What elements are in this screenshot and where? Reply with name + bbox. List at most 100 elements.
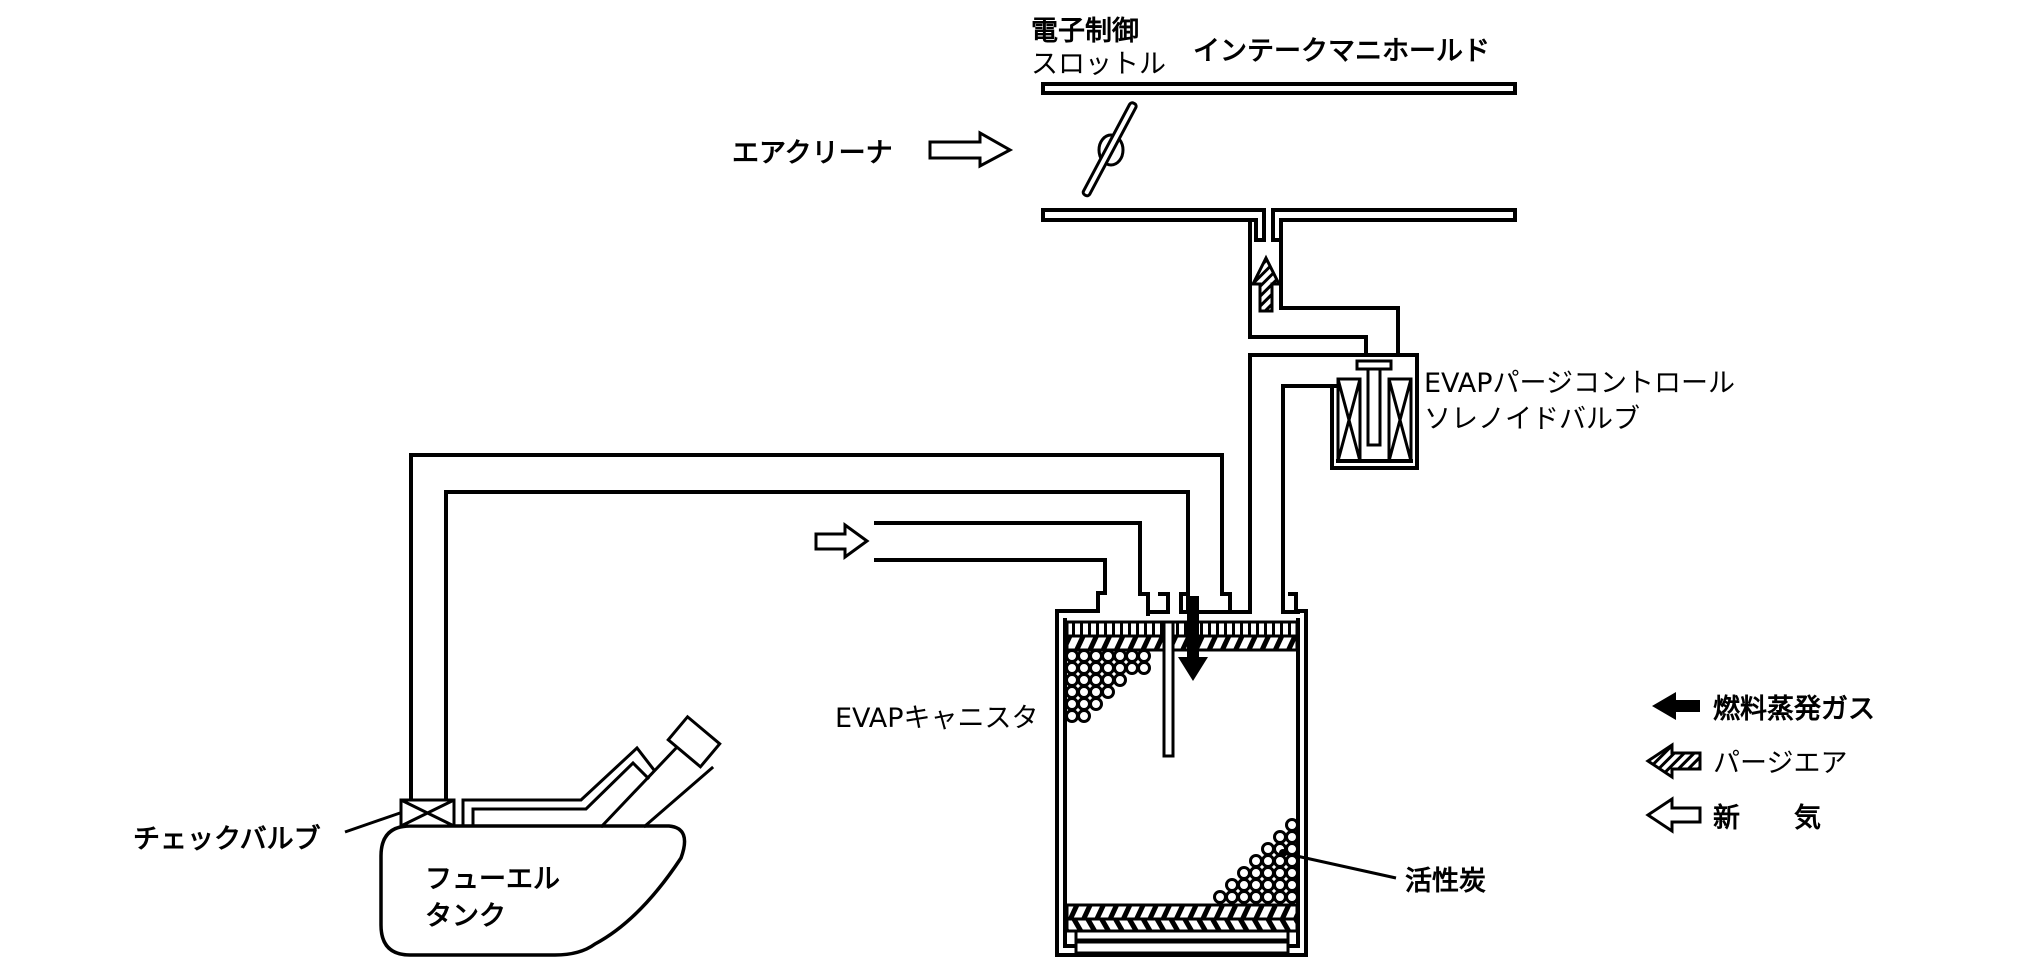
carbon-bead xyxy=(1065,673,1079,687)
canister-top-filter-left xyxy=(1065,634,1167,652)
vapor-pipe-inner xyxy=(444,490,1190,820)
legend-label: 新 気 xyxy=(1713,802,1821,834)
carbon-bead xyxy=(1089,661,1103,675)
canister-top-screen-left xyxy=(1065,620,1167,638)
check-valve-leader-line xyxy=(344,811,401,834)
check-valve-label: チェックバルブ xyxy=(133,823,321,855)
breather-pipe-outer xyxy=(461,745,657,828)
purge-air-flow-arrow-icon xyxy=(1250,254,1282,313)
carbon-bead xyxy=(1065,661,1079,675)
solid-arrow-left-icon xyxy=(1652,692,1700,720)
carbon-bead xyxy=(1113,649,1127,663)
carbon-bead xyxy=(1261,878,1275,892)
purge-pipe-right-wall xyxy=(1279,238,1400,357)
carbon-bead xyxy=(1285,818,1299,832)
legend-label: 燃料蒸発ガス xyxy=(1713,694,1875,725)
carbon-bead xyxy=(1261,890,1275,904)
purge-valve-label-line1: EVAPパージコントロール xyxy=(1424,368,1735,399)
filler-neck xyxy=(599,742,715,829)
carbon-bead xyxy=(1113,661,1127,675)
carbon-bead xyxy=(1077,649,1091,663)
evap-canister xyxy=(1055,592,1397,957)
carbon-bead xyxy=(1249,878,1263,892)
throttle-plate xyxy=(1081,101,1138,198)
carbon-bead xyxy=(1249,866,1263,880)
carbon-bead xyxy=(1065,709,1079,723)
canister-bottom-screen xyxy=(1065,917,1299,933)
carbon-bead xyxy=(1237,878,1251,892)
carbon-bead xyxy=(1101,649,1115,663)
canister-bottom-filter xyxy=(1065,903,1299,921)
solenoid-body xyxy=(1330,353,1419,470)
activated-carbon-beads-upper xyxy=(1065,649,1151,723)
carbon-bead xyxy=(1077,673,1091,687)
carbon-bead xyxy=(1077,661,1091,675)
carbon-bead xyxy=(1273,866,1287,880)
carbon-bead xyxy=(1249,854,1263,868)
purge-pipe xyxy=(1248,218,1400,602)
carbon-bead xyxy=(1285,878,1299,892)
legend-item-fuel-vapor: 燃料蒸発ガス xyxy=(1652,692,1875,725)
carbon-bead xyxy=(1237,890,1251,904)
fresh-air-inlet-arrow-icon xyxy=(814,522,870,560)
legend-item-fresh-air: 新 気 xyxy=(1645,796,1821,834)
carbon-bead xyxy=(1089,649,1103,663)
carbon-bead xyxy=(1225,878,1239,892)
manifold-upper-wall xyxy=(1041,82,1517,95)
throttle-label-line2: スロットル xyxy=(1031,49,1166,80)
carbon-bead xyxy=(1273,854,1287,868)
carbon-bead xyxy=(1089,697,1103,711)
fuel-tank-body xyxy=(379,824,687,957)
legend-item-purge-air: パージエア xyxy=(1645,742,1847,780)
breather-pipe-inner xyxy=(471,760,651,828)
carbon-bead xyxy=(1089,673,1103,687)
fuel-tank-label-line2: タンク xyxy=(425,901,506,932)
canister-label: EVAPキャニスタ xyxy=(835,703,1039,734)
carbon-bead xyxy=(1237,866,1251,880)
throttle-label-line1: 電子制御 xyxy=(1031,16,1139,47)
carbon-bead xyxy=(1101,685,1115,699)
air-cleaner-arrow-icon xyxy=(928,130,1014,169)
fresh-air-pipe xyxy=(814,521,1150,616)
activated-carbon-leader-line xyxy=(1282,851,1397,880)
carbon-bead xyxy=(1089,685,1103,699)
fresh-air-pipe-lower xyxy=(874,558,1107,613)
carbon-bead xyxy=(1213,890,1227,904)
carbon-bead xyxy=(1273,890,1287,904)
manifold-lower-wall-right xyxy=(1271,208,1517,242)
canister-purge-pipe-outer xyxy=(1248,353,1340,602)
activated-carbon-label: 活性炭 xyxy=(1405,866,1486,897)
legend: 燃料蒸発ガス パージエア 新 気 xyxy=(1645,692,1875,834)
intake-manifold-label: インテークマニホールド xyxy=(1193,36,1490,67)
fresh-air-pipe-upper xyxy=(874,521,1150,616)
carbon-bead xyxy=(1137,649,1151,663)
electronic-throttle xyxy=(1081,101,1138,198)
air-cleaner-label: エアクリーナ xyxy=(732,138,893,169)
legend-label: パージエア xyxy=(1713,748,1847,779)
purge-pipe-left-wall xyxy=(1248,218,1368,357)
carbon-bead xyxy=(1261,866,1275,880)
fuel-vapor-pipe xyxy=(409,453,1232,820)
canister-bottom-plate-upper xyxy=(1074,929,1290,942)
canister-partition xyxy=(1162,620,1175,758)
carbon-bead xyxy=(1065,685,1079,699)
carbon-bead xyxy=(1285,830,1299,844)
canister-bottom-plate-lower xyxy=(1074,940,1290,955)
carbon-bead xyxy=(1261,854,1275,868)
carbon-bead xyxy=(1065,649,1079,663)
fuel-tank-label-line1: フューエル xyxy=(425,864,560,895)
outline-arrow-left-icon xyxy=(1645,796,1702,834)
fuel-vapor-flow-arrow-icon xyxy=(1178,596,1208,681)
carbon-bead xyxy=(1077,685,1091,699)
carbon-bead xyxy=(1285,890,1299,904)
manifold-lower-wall-left xyxy=(1041,208,1266,242)
carbon-bead xyxy=(1113,673,1127,687)
filler-cap-icon xyxy=(666,714,722,769)
hatched-arrow-left-icon xyxy=(1645,742,1702,780)
carbon-bead xyxy=(1137,661,1151,675)
vapor-pipe-outer xyxy=(409,453,1232,820)
carbon-bead xyxy=(1125,649,1139,663)
activated-carbon-beads-lower xyxy=(1213,818,1299,904)
carbon-bead xyxy=(1101,673,1115,687)
